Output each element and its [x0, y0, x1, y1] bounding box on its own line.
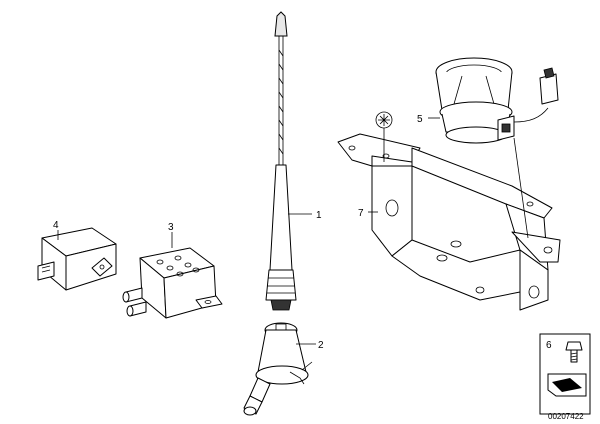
diagram-number: 00207422: [548, 412, 584, 421]
callout-5[interactable]: 5: [417, 114, 423, 125]
bolt-icon: [565, 341, 583, 363]
leader-lines: [57, 117, 440, 345]
star-nut-icon: [375, 111, 393, 162]
control-unit[interactable]: [37, 227, 117, 291]
washer-arrow-icon: [547, 373, 587, 397]
callout-6[interactable]: 6: [546, 340, 552, 351]
horn-bracket[interactable]: [337, 133, 561, 311]
assembly-guide-line: [513, 137, 529, 239]
callout-3[interactable]: 3: [168, 222, 174, 233]
callout-1[interactable]: 1: [316, 210, 322, 221]
callout-2[interactable]: 2: [318, 340, 324, 351]
antenna-amplifier[interactable]: [122, 247, 223, 319]
antenna-base[interactable]: [243, 322, 313, 416]
antenna-rod[interactable]: [265, 11, 297, 311]
callout-4[interactable]: 4: [53, 220, 59, 231]
callout-7[interactable]: 7: [358, 208, 364, 219]
horn[interactable]: [435, 57, 559, 144]
bolt-panel[interactable]: 6: [539, 333, 591, 415]
